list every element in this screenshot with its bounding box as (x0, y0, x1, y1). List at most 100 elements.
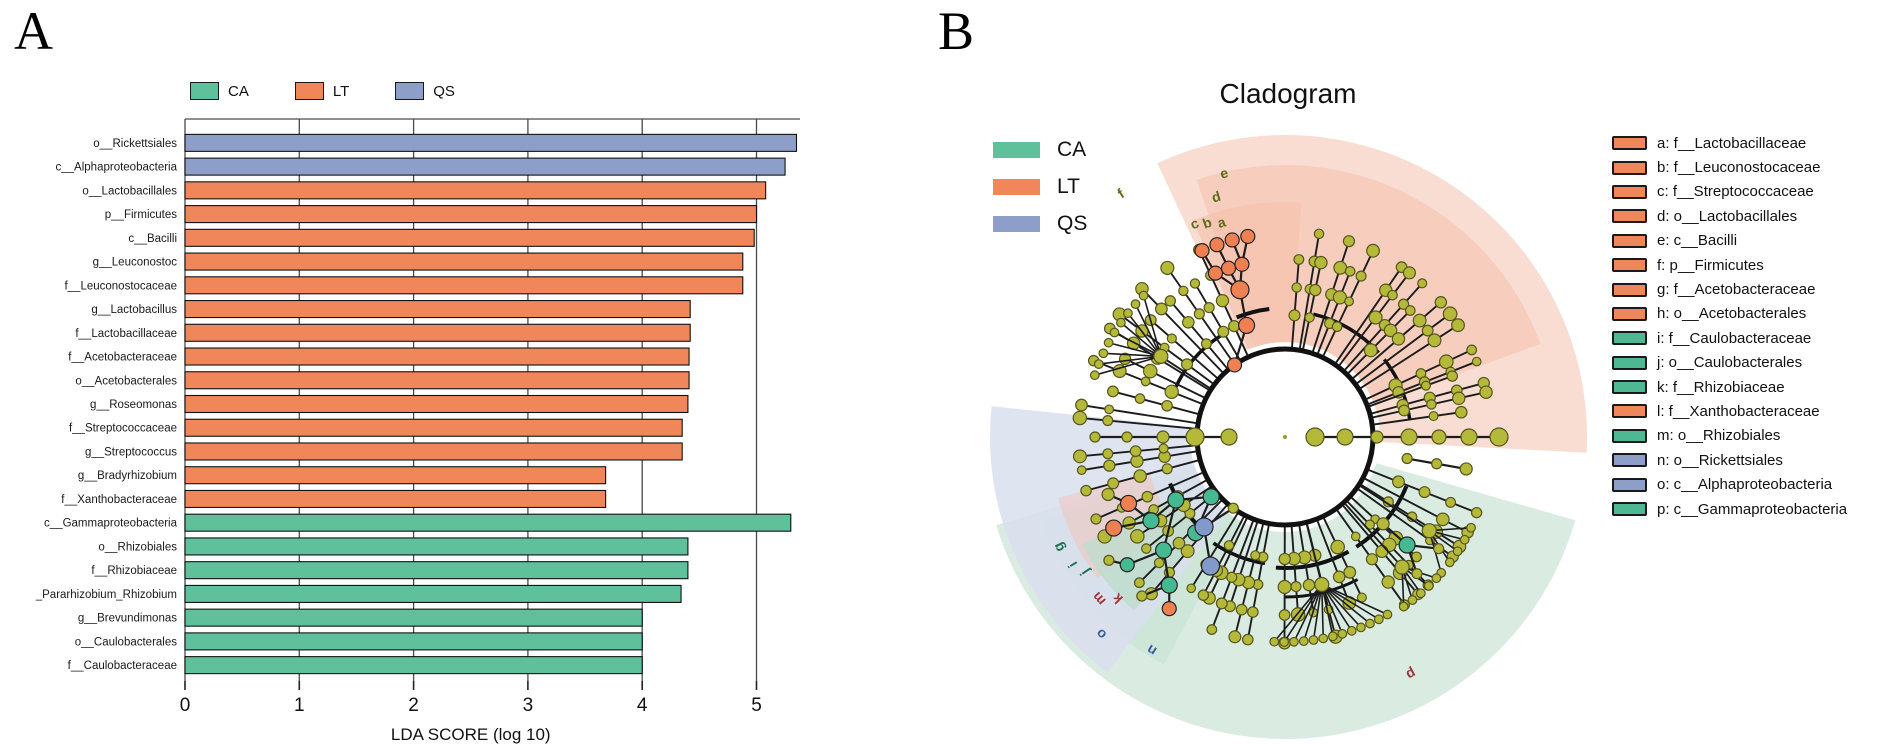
taxon-node (1134, 393, 1146, 404)
taxon-node (1383, 323, 1398, 338)
highlight-node-qs (1194, 517, 1214, 537)
taxon-node (1375, 544, 1389, 559)
taxon-node (1102, 448, 1114, 460)
taxon-node (1459, 462, 1473, 476)
taxon-node (1460, 428, 1478, 446)
highlight-node-lt (1209, 237, 1225, 253)
taxon-node (1161, 463, 1173, 475)
taxon-node (1332, 570, 1346, 584)
taxon-label: f__Caulobacteraceae (68, 660, 177, 672)
lda-bar-lt (184, 252, 744, 271)
legend-a-item-qs: QS (395, 82, 455, 100)
taxon-node (1417, 278, 1428, 289)
legend-label: o: c__Alphaproteobacteria (1657, 476, 1833, 494)
legend-swatch (294, 82, 324, 100)
highlight-node-lt (1220, 260, 1237, 276)
highlight-node-lt (1207, 265, 1224, 281)
taxon-node (1446, 370, 1459, 382)
taxon-node (1398, 404, 1411, 417)
taxon-node (1217, 325, 1230, 338)
taxon-node (1305, 427, 1325, 447)
taxon-node (1186, 583, 1197, 594)
taxon-node (1228, 630, 1242, 644)
key-item-g: g: f__Acetobacteraceae (1612, 277, 1847, 301)
taxon-node (1355, 270, 1367, 282)
legend-label: k: f__Rhizobiaceae (1657, 378, 1785, 396)
taxon-node (1428, 411, 1439, 422)
taxon-node (1103, 337, 1114, 348)
taxon-node (1072, 410, 1088, 426)
taxon-label: g__Bradyrhizobium (78, 470, 177, 482)
legend-swatch (993, 142, 1040, 158)
taxon-node (1308, 635, 1319, 645)
taxon-node (1368, 310, 1383, 325)
lda-bar-ca (184, 537, 689, 556)
legend-swatch (395, 82, 425, 100)
taxon-node (1278, 609, 1291, 621)
taxon-node (1376, 517, 1390, 531)
taxon-node (1318, 633, 1329, 644)
taxon-node (1366, 243, 1380, 258)
taxon-label: g__Streptococcus (85, 446, 177, 458)
taxon-label: _Pararhizobium_Rhizobium (35, 589, 177, 601)
legend-label: c: f__Streptococcaceae (1657, 183, 1814, 201)
legend-label: b: f__Leuconostocaceae (1657, 159, 1821, 177)
taxon-node (1364, 519, 1375, 530)
taxon-node (1158, 443, 1169, 454)
taxon-node (1346, 625, 1357, 636)
taxon-node (1160, 260, 1175, 275)
taxon-node (1228, 320, 1241, 333)
highlight-node-lt (1234, 256, 1250, 272)
highlight-node-ca (1119, 557, 1135, 573)
taxon-node (1206, 624, 1218, 635)
x-tick-label: 2 (408, 695, 419, 716)
cladogram-letter-d: d (1210, 188, 1223, 206)
x-tick-label: 5 (751, 695, 762, 716)
taxon-node (1452, 546, 1463, 557)
x-tick-label: 3 (523, 695, 534, 716)
taxon-node (1215, 294, 1230, 308)
taxon-node (1401, 452, 1413, 465)
taxon-node (1434, 296, 1448, 309)
taxon-node (1130, 454, 1144, 468)
x-tick-label: 1 (294, 695, 305, 716)
taxon-node (1451, 318, 1465, 333)
taxon-node (1466, 344, 1478, 356)
taxon-node (1098, 348, 1109, 359)
taxon-node (1407, 595, 1418, 606)
taxon-node (1153, 348, 1169, 364)
taxon-node (1180, 544, 1195, 559)
taxon-node (1402, 266, 1417, 280)
taxon-node (1400, 428, 1418, 446)
taxon-node (1438, 354, 1454, 370)
legend-swatch (190, 82, 219, 100)
taxon-node (1331, 321, 1343, 333)
legend-a-item-ca: CA (190, 82, 249, 100)
taxon-node (1278, 552, 1291, 566)
highlight-node-lt (1237, 316, 1256, 335)
taxon-node (1344, 265, 1356, 277)
taxon-label: c__Gammaproteobacteria (44, 518, 178, 530)
legend-label: f: p__Firmicutes (1657, 256, 1764, 274)
taxon-label: f__Rhizobiaceae (91, 565, 177, 577)
legend-swatch (1612, 477, 1647, 492)
taxon-node (1309, 283, 1322, 297)
taxon-node (1404, 305, 1416, 316)
taxon-label: f__Xanthobacteraceae (61, 494, 177, 506)
taxon-node (1392, 475, 1405, 489)
taxon-node (1314, 255, 1328, 270)
key-item-e: e: c__Bacilli (1612, 229, 1847, 253)
taxon-label: g__Leuconostoc (93, 257, 178, 269)
taxon-node (1164, 295, 1177, 307)
lda-bar-lt (184, 299, 691, 319)
legend-swatch (1612, 502, 1647, 517)
taxon-label: o__Lactobacillales (82, 185, 177, 197)
taxon-node (1445, 496, 1457, 508)
taxon-label: o__Acetobacterales (75, 375, 177, 387)
taxon-node (1142, 363, 1158, 379)
legend-swatch (1612, 404, 1647, 419)
